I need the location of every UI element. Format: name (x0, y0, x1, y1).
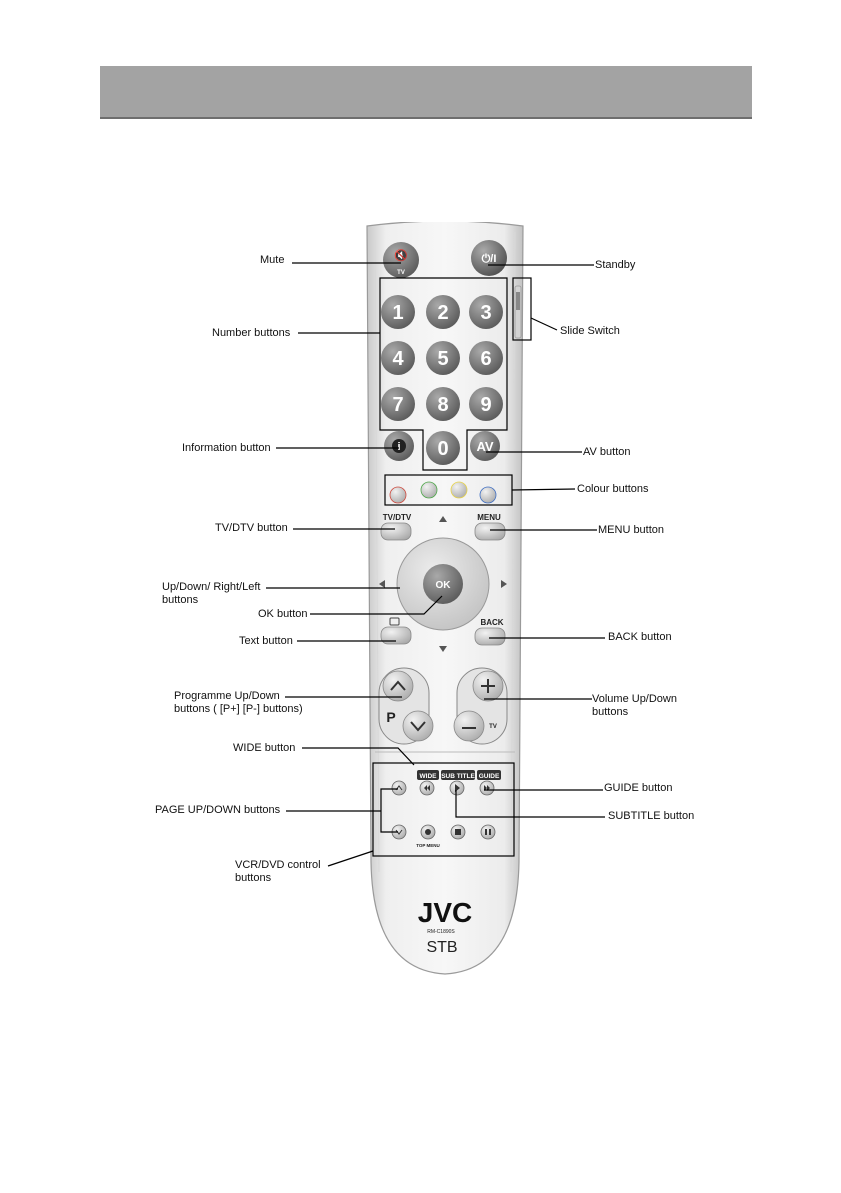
header-underline (100, 117, 752, 119)
number-key-6[interactable]: 6 (469, 341, 503, 375)
label-standby: Standby (595, 259, 636, 271)
colour-button-green[interactable] (420, 481, 438, 499)
svg-text:7: 7 (392, 394, 403, 416)
label-wide-button: WIDE button (233, 742, 296, 754)
vol-sub-label: TV (489, 724, 497, 730)
programme-rocker[interactable] (378, 667, 434, 745)
page-up-key[interactable] (391, 780, 407, 796)
model-sub-label: STB (426, 939, 457, 956)
back-key[interactable] (474, 627, 506, 646)
svg-text:8: 8 (437, 394, 448, 416)
av-key[interactable]: AV (470, 431, 500, 461)
label-subtitle-button: SUBTITLE button (608, 810, 695, 822)
number-key-5[interactable]: 5 (426, 341, 460, 375)
number-key-4[interactable]: 4 (381, 341, 415, 375)
standby-key-label: ⏻/I (482, 252, 497, 265)
label-av-button: AV button (583, 446, 631, 458)
number-key-9[interactable]: 9 (469, 387, 503, 421)
svg-text:9: 9 (480, 394, 491, 416)
svg-text:5: 5 (437, 348, 448, 370)
number-key-2[interactable]: 2 (426, 295, 460, 329)
number-key-3[interactable]: 3 (469, 295, 503, 329)
label-number-buttons: Number buttons (212, 327, 291, 339)
svg-text:1: 1 (392, 302, 403, 324)
menu-key[interactable] (474, 522, 506, 541)
label-vcr-dvd-control: VCR/DVD control buttons (235, 859, 321, 884)
label-colour-buttons: Colour buttons (577, 483, 649, 495)
down-arrow-icon (439, 646, 447, 652)
colour-button-blue[interactable] (479, 486, 497, 504)
svg-text:0: 0 (437, 438, 448, 460)
model-number: RM-C1890S (427, 929, 455, 935)
svg-text:i: i (397, 441, 400, 453)
volume-rocker[interactable] (453, 667, 508, 745)
label-mute: Mute (260, 254, 285, 266)
pause-key[interactable] (480, 824, 496, 840)
back-key-label: BACK (480, 618, 503, 627)
tvdtv-key-label: TV/DTV (383, 513, 412, 522)
rewind-key[interactable] (419, 780, 435, 796)
mute-button[interactable]: 🔇 (383, 242, 419, 278)
stop-key[interactable] (450, 824, 466, 840)
menu-key-label: MENU (477, 513, 501, 522)
guide-key-label: GUIDE (479, 773, 500, 780)
svg-text:AV: AV (476, 439, 493, 454)
svg-text:3: 3 (480, 302, 491, 324)
number-key-8[interactable]: 8 (426, 387, 460, 421)
top-menu-label: TOP MENU (416, 843, 440, 848)
number-key-1[interactable]: 1 (381, 295, 415, 329)
colour-button-red[interactable] (389, 486, 407, 504)
information-key[interactable]: i (384, 431, 414, 461)
prog-letter: P (386, 709, 395, 725)
svg-text:6: 6 (480, 348, 491, 370)
svg-text:🔇: 🔇 (394, 249, 408, 262)
up-arrow-icon (439, 516, 447, 522)
fast-forward-key[interactable] (479, 780, 495, 796)
wide-key-label: WIDE (420, 773, 438, 780)
subtitle-key-label: SUB TITLE (441, 773, 475, 780)
number-key-0[interactable]: 0 (426, 431, 460, 465)
label-tvdtv-button: TV/DTV button (215, 522, 288, 534)
label-back-button: BACK button (608, 631, 672, 643)
brand-logo: JVC (418, 897, 472, 928)
colour-button-yellow[interactable] (450, 481, 468, 499)
left-arrow-icon (379, 580, 385, 588)
play-key[interactable] (449, 780, 465, 796)
right-arrow-icon (501, 580, 507, 588)
ok-key-label: OK (436, 580, 452, 591)
mute-sub-label: TV (397, 270, 405, 276)
record-key[interactable] (420, 824, 436, 840)
page-header-bar (100, 66, 752, 118)
label-information-button: Information button (182, 442, 271, 454)
label-menu-button: MENU button (598, 524, 665, 536)
label-programme-updown: Programme Up/Down buttons ( [P+] [P-] bu… (174, 690, 303, 715)
label-slide-switch: Slide Switch (560, 325, 620, 337)
label-guide-button: GUIDE button (604, 782, 673, 794)
label-ok-button: OK button (258, 608, 308, 620)
text-key[interactable] (380, 626, 412, 645)
svg-text:2: 2 (437, 302, 448, 324)
tvdtv-key[interactable] (380, 522, 412, 541)
label-volume-updown: Volume Up/Down buttons (592, 693, 677, 718)
label-updown-rightleft: Up/Down/ Right/Left buttons (162, 581, 261, 606)
slide-switch[interactable] (514, 285, 522, 339)
label-page-updown: PAGE UP/DOWN buttons (155, 804, 281, 816)
remote-control-illustration: 🔇 TV ⏻/I 1 2 3 4 5 6 7 8 9 0 i AV (366, 222, 524, 975)
teletext-icon (389, 617, 400, 626)
standby-button[interactable] (471, 240, 507, 276)
page-down-key[interactable] (391, 824, 407, 840)
svg-text:4: 4 (392, 348, 404, 370)
label-text-button: Text button (239, 635, 293, 647)
number-key-7[interactable]: 7 (381, 387, 415, 421)
